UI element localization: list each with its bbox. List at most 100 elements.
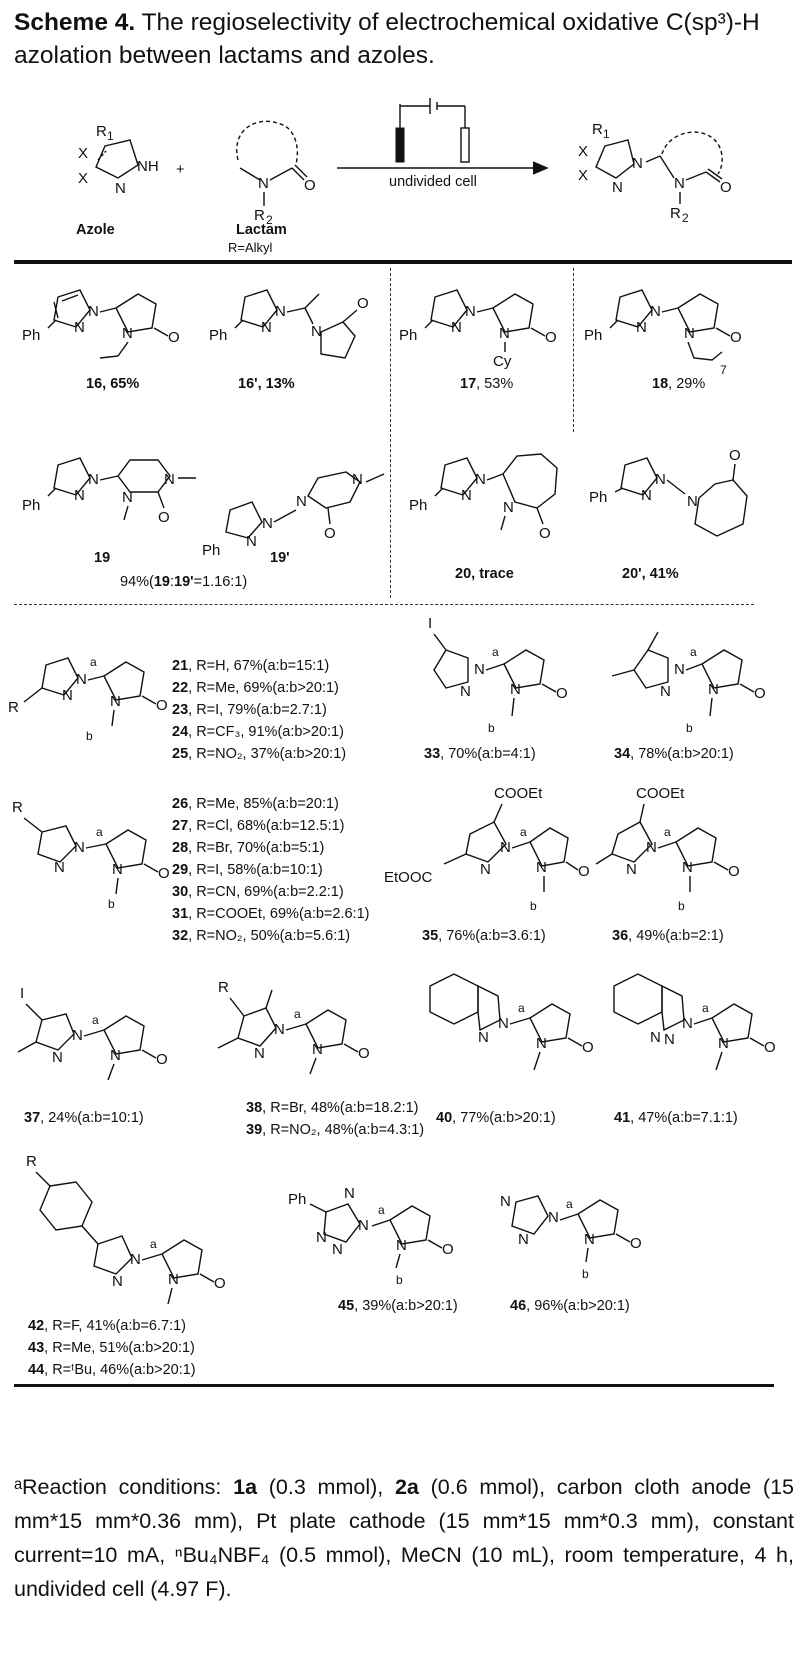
svg-text:NH: NH xyxy=(137,158,159,175)
svg-text:1: 1 xyxy=(603,127,610,141)
svg-text:R: R xyxy=(670,205,681,222)
num-46: 46 xyxy=(510,1298,527,1314)
svg-text:N: N xyxy=(112,861,123,878)
structure-34: NN a N O b xyxy=(611,631,766,735)
num-33: 33 xyxy=(424,746,441,762)
svg-text:N: N xyxy=(536,859,547,876)
text-36: , 49%(a:b=2:1) xyxy=(628,928,724,944)
svg-text:N: N xyxy=(122,489,133,506)
svg-text:2: 2 xyxy=(682,211,689,225)
num-18: 18 xyxy=(652,376,669,392)
svg-text:7: 7 xyxy=(720,363,727,377)
svg-text:N: N xyxy=(296,493,307,510)
svg-text:O: O xyxy=(730,329,742,346)
svg-text:b: b xyxy=(86,729,93,743)
text-30: , R=CN, 69%(a:b=2.2:1) xyxy=(188,884,344,900)
structure-21-25: R NN a N O b xyxy=(8,655,168,743)
text-41: , 47%(a:b=7.1:1) xyxy=(630,1110,738,1126)
num-32: 32 xyxy=(172,928,189,944)
num-20: 20 xyxy=(455,566,472,582)
svg-text:a: a xyxy=(702,1001,709,1015)
text-40: , 77%(a:b>20:1) xyxy=(452,1110,556,1126)
svg-text:O: O xyxy=(158,509,170,526)
label-20: 20, trace xyxy=(455,566,514,582)
svg-text:N: N xyxy=(632,155,643,172)
svg-text:N: N xyxy=(626,861,637,878)
svg-text:a: a xyxy=(92,1013,99,1027)
label-16: 16, 65% xyxy=(86,376,139,392)
svg-text:O: O xyxy=(539,525,551,542)
svg-text:1: 1 xyxy=(107,129,114,143)
svg-text:N: N xyxy=(164,471,175,488)
num-20p: 20' xyxy=(622,566,642,582)
num-27: 27 xyxy=(172,818,189,834)
svg-text:R: R xyxy=(8,699,19,716)
label-43: 43, R=Me, 51%(a:b>20:1) xyxy=(28,1340,195,1356)
svg-text:Cy: Cy xyxy=(493,353,512,370)
svg-text:N: N xyxy=(510,681,521,698)
label-33: 33, 70%(a:b=4:1) xyxy=(424,746,536,762)
svg-text:N: N xyxy=(641,487,652,504)
svg-text:N: N xyxy=(115,180,126,197)
svg-text:X: X xyxy=(578,143,588,160)
svg-text:N: N xyxy=(500,839,511,856)
structure-36: COOEt NN a N O b xyxy=(595,785,740,913)
label-46: 46, 96%(a:b>20:1) xyxy=(510,1298,630,1314)
svg-text:N: N xyxy=(518,1231,529,1248)
svg-text:R: R xyxy=(96,123,107,140)
svg-text:COOEt: COOEt xyxy=(636,785,685,802)
svg-text:N: N xyxy=(254,1045,265,1062)
svg-text:O: O xyxy=(545,329,557,346)
label-17: 17, 53% xyxy=(460,376,513,392)
svg-text:b: b xyxy=(488,721,495,735)
svg-text:N: N xyxy=(536,1035,547,1052)
label-27: 27, R=Cl, 68%(a:b=12.5:1) xyxy=(172,818,345,834)
svg-text:X: X xyxy=(78,145,88,162)
thick-divider-top xyxy=(14,260,792,264)
label-36: 36, 49%(a:b=2:1) xyxy=(612,928,724,944)
text-34: , 78%(a:b>20:1) xyxy=(630,746,734,762)
text-33: , 70%(a:b=4:1) xyxy=(440,746,536,762)
svg-text:N: N xyxy=(54,859,65,876)
svg-text:N: N xyxy=(88,303,99,320)
svg-text:N: N xyxy=(74,839,85,856)
svg-text:N: N xyxy=(674,661,685,678)
svg-text:N: N xyxy=(612,179,623,196)
label-24: 24, R=CF₃, 91%(a:b>20:1) xyxy=(172,724,344,740)
structure-38-39: R NN a N O xyxy=(217,979,370,1075)
num-39: 39 xyxy=(246,1122,263,1138)
svg-text:EtOOC: EtOOC xyxy=(384,869,433,886)
svg-text:O: O xyxy=(720,179,732,196)
electrochemical-cell-diagram xyxy=(337,98,549,175)
svg-text:b: b xyxy=(396,1273,403,1287)
scheme-title-text: The regioselectivity of electrochemical … xyxy=(14,9,760,69)
svg-text:b: b xyxy=(686,721,693,735)
num-29: 29 xyxy=(172,862,189,878)
svg-text:Ph: Ph xyxy=(399,327,417,344)
svg-text:N: N xyxy=(258,175,269,192)
svg-text:N: N xyxy=(332,1241,343,1258)
plus-sign: + xyxy=(176,162,185,178)
svg-text:a: a xyxy=(520,825,527,839)
text-25: , R=NO₂, 37%(a:b>20:1) xyxy=(188,746,347,762)
svg-text:N: N xyxy=(74,487,85,504)
text-42: , R=F, 41%(a:b=6.7:1) xyxy=(44,1318,186,1334)
svg-text:COOEt: COOEt xyxy=(494,785,543,802)
svg-text:R: R xyxy=(218,979,229,996)
footnote-bold1: 1a xyxy=(233,1475,258,1499)
svg-text:X: X xyxy=(78,170,88,187)
svg-text:Ph: Ph xyxy=(288,1191,306,1208)
structure-35: COOEt EtOOC NN a N O b xyxy=(384,785,590,913)
dash-divider-h1 xyxy=(14,604,754,605)
svg-text:O: O xyxy=(578,863,590,880)
svg-text:O: O xyxy=(728,863,740,880)
scheme-label: Scheme 4. xyxy=(14,9,136,36)
svg-text:O: O xyxy=(754,685,766,702)
svg-text:Ph: Ph xyxy=(22,327,40,344)
footnote: ᵃReaction conditions: 1a (0.3 mmol), 2a … xyxy=(14,1470,794,1606)
scheme-title: Scheme 4. The regioselectivity of electr… xyxy=(14,6,794,72)
num-31: 31 xyxy=(172,906,189,922)
svg-text:N: N xyxy=(646,839,657,856)
